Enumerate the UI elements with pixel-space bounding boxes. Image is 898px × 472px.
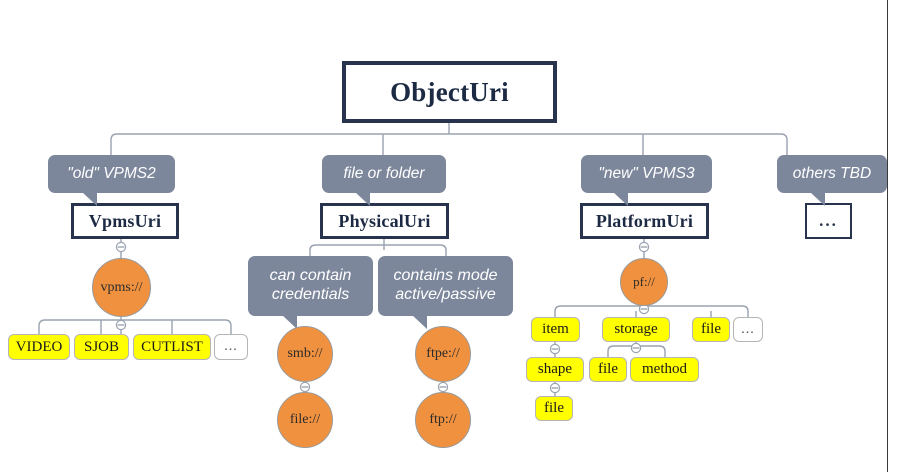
node-scheme-ftp[interactable]: ftp:// [415,392,471,448]
node-label: smb:// [287,346,323,361]
leaf-file-shape[interactable]: file [535,396,573,421]
leaf-label: file [701,321,721,337]
node-physical-uri[interactable]: PhysicalUri [320,203,449,239]
callout-file-or-folder: file or folder [322,155,446,193]
callout-label-line2: active/passive [395,286,496,303]
leaf-label: storage [614,321,658,337]
leaf-label: shape [537,361,573,377]
leaf-label: ... [741,321,755,337]
node-scheme-file[interactable]: file:// [277,392,333,448]
leaf-label: method [642,361,687,377]
node-scheme-ftpe[interactable]: ftpe:// [415,326,471,382]
callout-contains-mode: contains mode active/passive [378,256,513,316]
callout-tail [810,192,825,206]
leaf-label: item [542,321,569,337]
callout-tail [282,315,297,329]
node-label: VpmsUri [88,210,162,231]
node-label: vpms:// [100,279,143,295]
callout-tail [82,192,97,206]
node-platform-uri[interactable]: PlatformUri [580,203,709,239]
callout-can-contain-credentials: can contain credentials [248,256,373,316]
leaf-label: file [598,361,618,377]
leaf-cutlist[interactable]: CUTLIST [133,334,211,360]
leaf-label: SJOB [83,338,120,355]
leaf-sjob[interactable]: SJOB [74,334,129,360]
node-label: ... [819,211,838,230]
node-label: ftp:// [429,412,457,427]
callout-others-tbd: others TBD [777,155,887,193]
callout-label-line1: can contain [269,267,352,285]
leaf-label: CUTLIST [141,338,203,355]
leaf-video[interactable]: VIDEO [8,334,70,360]
callout-new-vpms3: "new" VPMS3 [581,155,712,193]
leaf-label: file [544,400,564,416]
leaf-method[interactable]: method [630,357,699,382]
node-vpms-uri[interactable]: VpmsUri [71,203,179,239]
callout-label: file or folder [343,164,425,182]
callout-label: others TBD [792,164,872,182]
node-label: ftpe:// [426,346,460,361]
leaf-file-storage[interactable]: file [589,357,627,382]
node-label: PhysicalUri [338,210,431,231]
callout-tail [613,192,628,206]
leaf-file-top[interactable]: file [692,317,730,342]
callout-tail [355,192,370,206]
leaf-item[interactable]: item [531,317,580,342]
leaf-shape[interactable]: shape [526,357,584,382]
node-others-ellipsis[interactable]: ... [805,203,852,239]
callout-tail [412,315,427,329]
callout-label: "new" VPMS3 [598,164,695,182]
panel-divider [887,0,888,472]
node-scheme-vpms[interactable]: vpms:// [92,258,151,317]
leaf-pf-ellipsis[interactable]: ... [733,317,763,342]
leaf-vpms-ellipsis[interactable]: ... [214,334,248,360]
node-scheme-smb[interactable]: smb:// [277,326,333,382]
node-object-uri[interactable]: ObjectUri [342,61,557,123]
node-label: ObjectUri [390,76,509,107]
node-label: pf:// [633,274,655,289]
leaf-storage[interactable]: storage [602,317,670,342]
node-label: PlatformUri [595,210,694,231]
callout-old-vpms2: "old" VPMS2 [48,155,175,193]
node-label: file:// [289,412,321,427]
node-scheme-pf[interactable]: pf:// [620,258,668,306]
leaf-label: VIDEO [15,338,63,355]
leaf-label: ... [224,339,238,354]
callout-label-line1: contains mode [393,267,498,285]
callout-label: "old" VPMS2 [67,164,156,182]
callout-label-line2: credentials [271,286,350,303]
